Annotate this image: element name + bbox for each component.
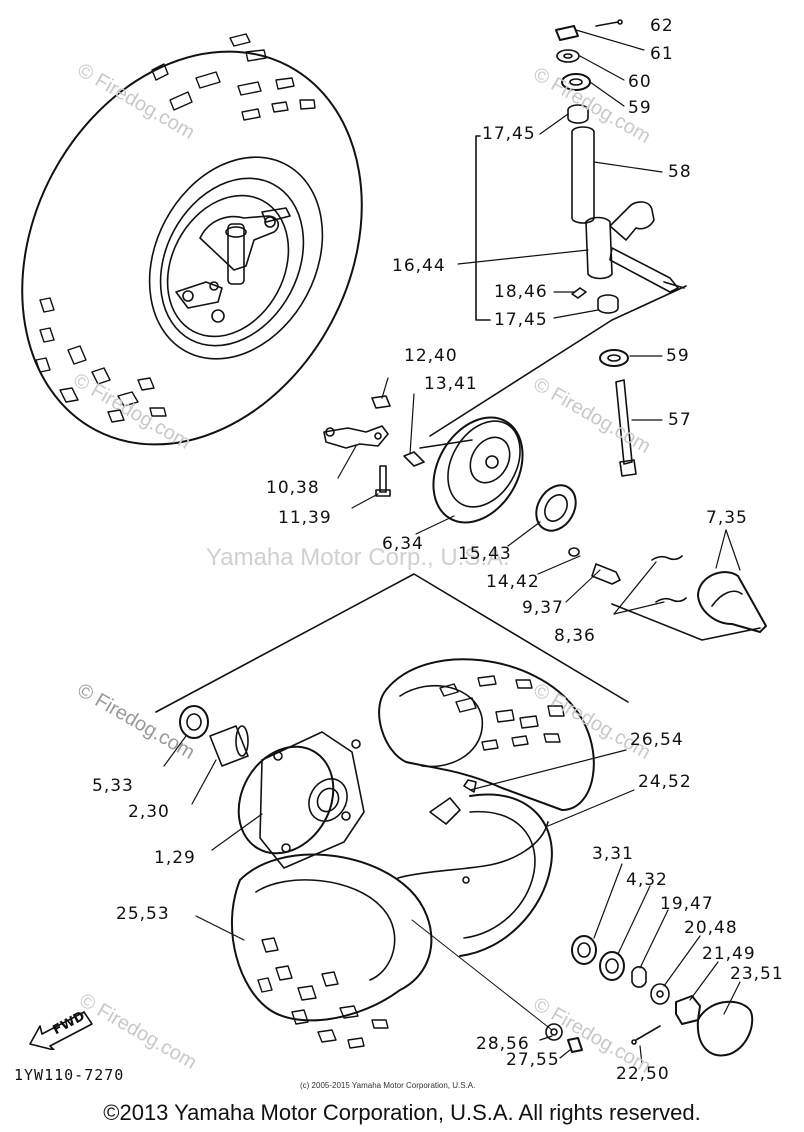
part-label-14-42: 14,42 (486, 572, 540, 592)
fine-print: (c) 2005-2015 Yamaha Motor Corporation, … (300, 1081, 476, 1090)
brake-group (155, 395, 767, 713)
part-label-9-37: 9,37 (522, 598, 564, 618)
part-label-18-46: 18,46 (494, 282, 548, 302)
diagram-code: 1YW110-7270 (14, 1066, 125, 1084)
part-label-16-44: 16,44 (392, 256, 446, 276)
part-label-6-34: 6,34 (382, 534, 424, 554)
part-label-27-55: 27,55 (506, 1050, 560, 1070)
part-label-3-31: 3,31 (592, 844, 634, 864)
part-label-5-33: 5,33 (92, 776, 134, 796)
part-label-57: 57 (668, 410, 692, 430)
part-label-25-53: 25,53 (116, 904, 170, 924)
part-label-23-51: 23,51 (730, 964, 784, 984)
assembled-front-wheel (21, 33, 363, 446)
part-label-13-41: 13,41 (424, 374, 478, 394)
part-label-12-40: 12,40 (404, 346, 458, 366)
part-label-20-48: 20,48 (684, 918, 738, 938)
part-label-22-50: 22,50 (616, 1064, 670, 1084)
part-label-59: 59 (666, 346, 690, 366)
leader-lines (163, 29, 741, 1065)
copyright-notice: ©2013 Yamaha Motor Corporation, U.S.A. A… (103, 1100, 701, 1125)
part-label-11-39: 11,39 (278, 508, 332, 528)
part-label-2-30: 2,30 (128, 802, 170, 822)
exploded-front-wheel (231, 658, 595, 1049)
watermark-center: Yamaha Motor Corp., U.S.A. (206, 544, 510, 571)
part-label-10-38: 10,38 (266, 478, 320, 498)
part-label-59: 59 (628, 98, 652, 118)
part-label-15-43: 15,43 (458, 544, 512, 564)
part-label-24-52: 24,52 (638, 772, 692, 792)
part-label-26-54: 26,54 (630, 730, 684, 750)
axle-stack (411, 919, 754, 1057)
part-label-1-29: 1,29 (154, 848, 196, 868)
part-label-28-56: 28,56 (476, 1034, 530, 1054)
knuckle-group (429, 19, 687, 477)
part-label-21-49: 21,49 (702, 944, 756, 964)
part-label-17-45: 17,45 (482, 124, 536, 144)
hub-group (179, 705, 365, 869)
part-label-60: 60 (628, 72, 652, 92)
part-label-4-32: 4,32 (626, 870, 668, 890)
part-label-58: 58 (668, 162, 692, 182)
forward-arrow-icon (29, 1011, 93, 1050)
part-label-7-35: 7,35 (706, 508, 748, 528)
part-label-8-36: 8,36 (554, 626, 596, 646)
part-label-17-45: 17,45 (494, 310, 548, 330)
part-label-62: 62 (650, 16, 674, 36)
part-label-19-47: 19,47 (660, 894, 714, 914)
part-label-61: 61 (650, 44, 674, 64)
